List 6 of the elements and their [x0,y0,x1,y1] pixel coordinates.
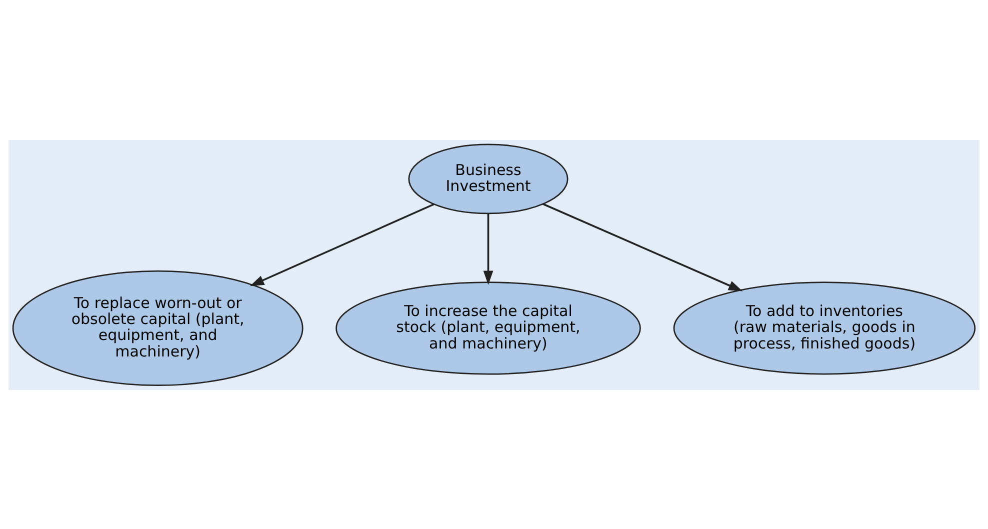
arrow [250,202,434,286]
node-ellipse: To replace worn-out or obsolete capital (plant, equipment, and machinery) [12,270,304,386]
arrow [483,212,494,284]
arrow [542,202,743,291]
node-ellipse: To increase the capital stock (plant, equipment, and machinery) [336,281,641,374]
node-ellipse: Business Investment [408,143,568,214]
